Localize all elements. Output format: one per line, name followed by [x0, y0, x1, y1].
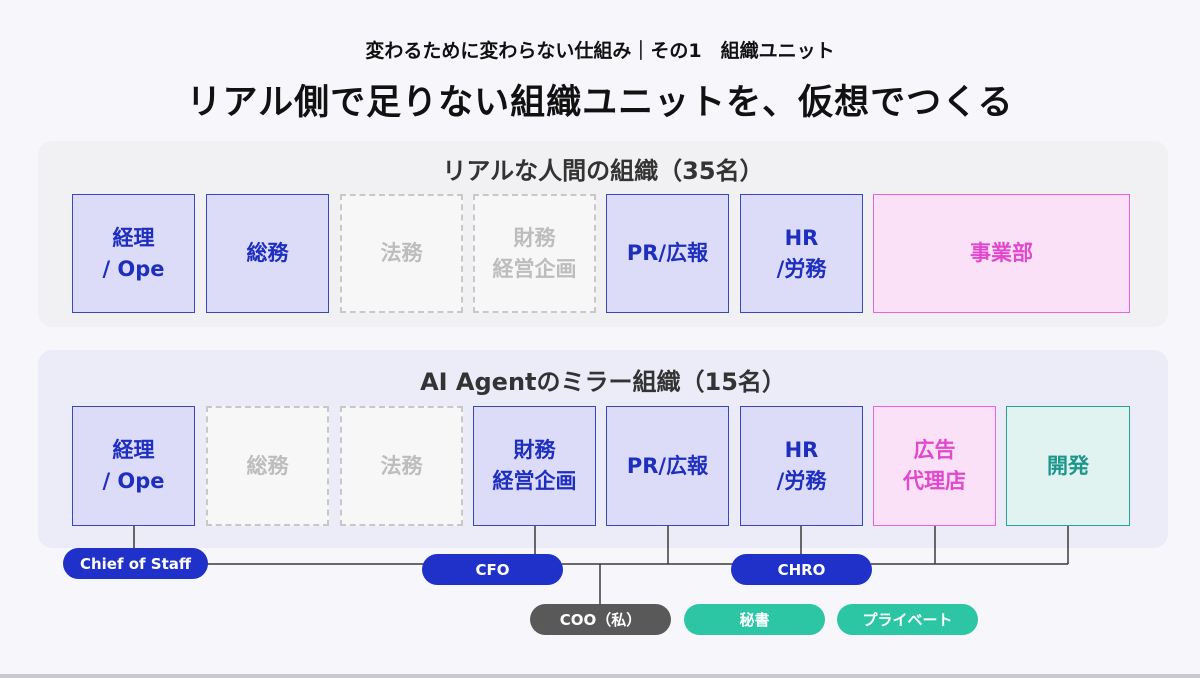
ai-unit-hr: HR /労務	[740, 406, 863, 526]
real-unit-hr: HR /労務	[740, 194, 863, 313]
real-unit-general-affairs: 総務	[206, 194, 329, 313]
ai-org-title: AI Agentのミラー組織（15名）	[420, 368, 786, 396]
cfo-pill: CFO	[422, 554, 563, 585]
subtitle: 変わるために変わらない仕組み｜その1 組織ユニット	[365, 40, 835, 62]
coo-pill: COO（私）	[530, 604, 671, 635]
chief-of-staff-pill: Chief of Staff	[63, 548, 208, 579]
ai-unit-development: 開発	[1006, 406, 1130, 526]
private-pill: プライベート	[837, 604, 978, 635]
real-unit-finance: 財務 経営企画	[473, 194, 596, 313]
chro-pill: CHRO	[731, 554, 872, 585]
real-unit-accounting: 経理 / Ope	[72, 194, 195, 313]
ai-unit-ad-agency: 広告 代理店	[873, 406, 996, 526]
real-org-title: リアルな人間の組織（35名）	[442, 157, 764, 185]
ai-unit-finance: 財務 経営企画	[473, 406, 596, 526]
ai-unit-legal: 法務	[340, 406, 463, 526]
secretary-pill: 秘書	[684, 604, 825, 635]
real-unit-pr: PR/広報	[606, 194, 729, 313]
ai-unit-pr: PR/広報	[606, 406, 729, 526]
page-title: リアル側で足りない組織ユニットを、仮想でつくる	[186, 83, 1014, 123]
ai-unit-accounting: 経理 / Ope	[72, 406, 195, 526]
bottom-rule	[0, 674, 1200, 678]
real-unit-business: 事業部	[873, 194, 1130, 313]
ai-unit-general-affairs: 総務	[206, 406, 329, 526]
real-unit-legal: 法務	[340, 194, 463, 313]
